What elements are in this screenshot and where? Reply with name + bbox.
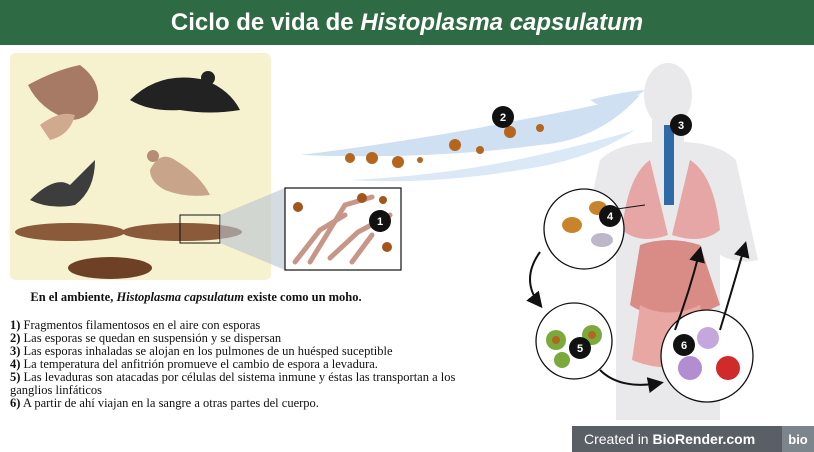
step-3: 3) Las esporas inhaladas se alojan en lo… — [10, 344, 393, 358]
marker-3: 3 — [670, 114, 692, 136]
environment-caption: En el ambiente, Histoplasma capsulatum e… — [30, 290, 362, 304]
biorender-badge[interactable]: Created in BioRender.com bio — [572, 426, 814, 452]
step-6: 6) A partir de ahí viajan en la sangre a… — [10, 396, 319, 410]
yeast-icon — [562, 201, 613, 247]
marker-6: 6 — [673, 334, 695, 356]
arrow-4-to-5 — [526, 251, 543, 309]
svg-text:2: 2 — [500, 112, 506, 124]
title-bar: Ciclo de vida de Histoplasma capsulatum — [0, 0, 814, 45]
marker-4: 4 — [599, 205, 621, 227]
svg-text:6: 6 — [681, 340, 687, 352]
arrow-6-up-2 — [719, 241, 750, 331]
svg-text:3: 3 — [678, 120, 684, 132]
lungs-icon — [622, 125, 720, 239]
arrow-6-up — [674, 246, 705, 331]
arrow-5-to-6 — [599, 369, 664, 393]
blood-zoom — [660, 309, 754, 403]
marker-2: 2 — [492, 106, 514, 128]
step-2: 2) Las esporas se quedan en suspensión y… — [10, 331, 282, 345]
marker-1: 1 — [369, 210, 391, 232]
page-title: Ciclo de vida de Histoplasma capsulatum — [170, 8, 644, 36]
step-4: 4) La temperatura del anfitrión promueve… — [10, 357, 378, 371]
dove-icon — [147, 150, 210, 196]
badge-text: Created in BioRender.com — [584, 431, 756, 447]
svg-text:5: 5 — [577, 343, 583, 355]
svg-text:1: 1 — [377, 216, 383, 228]
bat-icon-2 — [30, 160, 95, 207]
biorender-logo-icon: bio — [782, 426, 814, 452]
bat-icon — [28, 65, 99, 140]
crow-icon — [130, 71, 240, 113]
step-1: 1) Fragmentos filamentosos en el aire co… — [10, 318, 261, 332]
steps-list: 1) Fragmentos filamentosos en el aire co… — [10, 319, 480, 410]
spore-stream — [300, 90, 645, 182]
svg-text:4: 4 — [607, 211, 614, 223]
step-5: 5) Las levaduras son atacadas por célula… — [10, 370, 456, 397]
marker-5: 5 — [569, 337, 591, 359]
blood-cell-icon — [678, 327, 740, 380]
yeast-zoom — [543, 188, 625, 270]
soil-icon — [15, 214, 242, 279]
